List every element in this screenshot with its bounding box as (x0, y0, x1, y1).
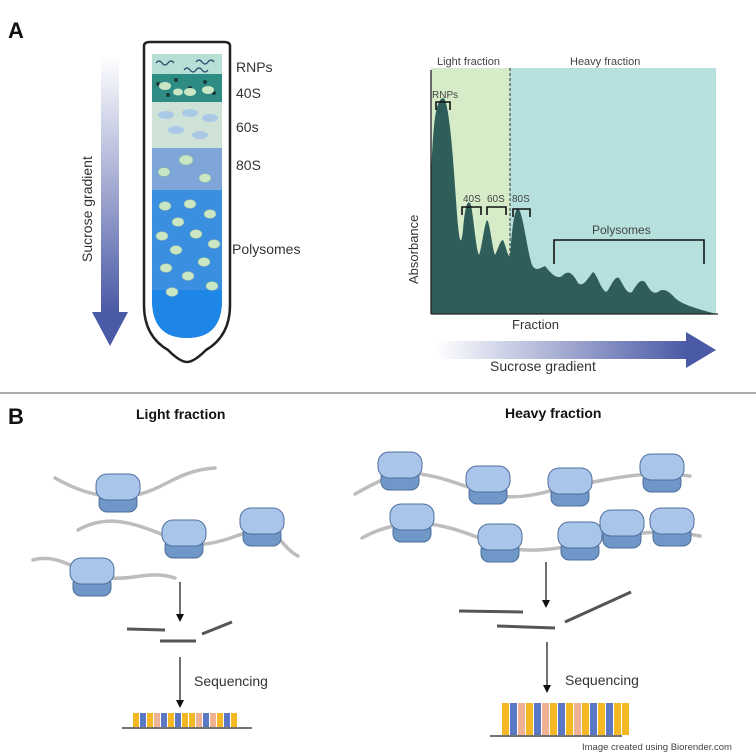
sequencing-read-bar (140, 713, 146, 727)
band-label-rnps: RNPs (236, 59, 273, 75)
sequencing-read-bar (558, 703, 565, 735)
sequencing-read-bar (606, 703, 613, 735)
ribosome-icon (547, 467, 593, 507)
sequencing-read-bar (133, 713, 139, 727)
centrifuge-tube (142, 40, 232, 364)
band-label-60s: 60s (236, 119, 259, 135)
heavy-fraction-title: Heavy fraction (505, 405, 601, 421)
vertical-gradient-arrow (92, 56, 128, 346)
light-sequencing-reads (122, 713, 252, 729)
ribosome-icon (639, 453, 685, 493)
ribosome-icon (477, 523, 523, 563)
sequencing-read-bar (598, 703, 605, 735)
sequencing-read-bar (542, 703, 549, 735)
heavy-sequencing-label: Sequencing (565, 672, 639, 688)
ribosome-icon (161, 519, 207, 559)
ribosome-icon (377, 451, 423, 491)
sequencing-read-bar (518, 703, 525, 735)
sequencing-read-bar (526, 703, 533, 735)
ribosome-icon (465, 465, 511, 505)
band-label-40s: 40S (236, 85, 261, 101)
ribosome-icon (599, 509, 645, 549)
sequencing-read-bar (175, 713, 181, 727)
peak-label-40s: 40S (463, 194, 481, 205)
sequencing-read-bar (217, 713, 223, 727)
horizontal-gradient-arrow (436, 332, 716, 368)
ribosome-icon (95, 473, 141, 513)
peak-label-polysomes: Polysomes (592, 223, 651, 237)
ribosome-icon (557, 521, 603, 561)
sequencing-read-bar (203, 713, 209, 727)
ribosome-icon (69, 557, 115, 597)
sequencing-read-bar (622, 703, 629, 735)
peak-label-rnps: RNPs (432, 90, 458, 101)
band-label-polysomes: Polysomes (232, 241, 300, 257)
sequencing-read-bar (154, 713, 160, 727)
sequencing-read-bar (582, 703, 589, 735)
light-sequencing-label: Sequencing (194, 673, 268, 689)
sequencing-read-bar (189, 713, 195, 727)
y-axis-label: Absorbance (406, 215, 421, 284)
light-fraction-label: Light fraction (437, 56, 500, 68)
ribosome-icon (389, 503, 435, 543)
polysome-profile (430, 68, 718, 315)
ribosome-icon (649, 507, 695, 547)
sequencing-read-bar (550, 703, 557, 735)
sequencing-read-bar (614, 703, 621, 735)
light-processing (126, 582, 233, 708)
peak-label-60s: 60S (487, 194, 505, 205)
sequencing-read-bar (182, 713, 188, 727)
tube-gradient-label: Sucrose gradient (79, 156, 95, 262)
sequencing-read-bar (534, 703, 541, 735)
panel-a-label: A (8, 18, 24, 43)
panel-b-label: B (8, 404, 24, 429)
ribosome-icon (239, 507, 285, 547)
sequencing-read-bar (168, 713, 174, 727)
x-axis-label: Fraction (512, 317, 559, 332)
sequencing-read-bar (510, 703, 517, 735)
sequencing-read-bar (210, 713, 216, 727)
sequencing-read-bar (196, 713, 202, 727)
sequencing-read-bar (224, 713, 230, 727)
heavy-sequencing-reads (490, 703, 629, 737)
light-fraction-title: Light fraction (136, 406, 225, 422)
heavy-processing (458, 562, 632, 693)
sequencing-read-bar (502, 703, 509, 735)
sequencing-read-bar (147, 713, 153, 727)
band-label-80s: 80S (236, 157, 261, 173)
absorbance-trace (431, 98, 716, 314)
sequencing-read-bar (566, 703, 573, 735)
peak-label-80s: 80S (512, 194, 530, 205)
ribosomes (69, 451, 695, 597)
sequencing-read-bar (231, 713, 237, 727)
heavy-fraction-label: Heavy fraction (570, 56, 640, 68)
sequencing-read-bar (161, 713, 167, 727)
biorender-credit: Image created using Biorender.com (582, 742, 732, 753)
profile-gradient-label: Sucrose gradient (490, 358, 596, 374)
sequencing-read-bar (574, 703, 581, 735)
sequencing-read-bar (590, 703, 597, 735)
